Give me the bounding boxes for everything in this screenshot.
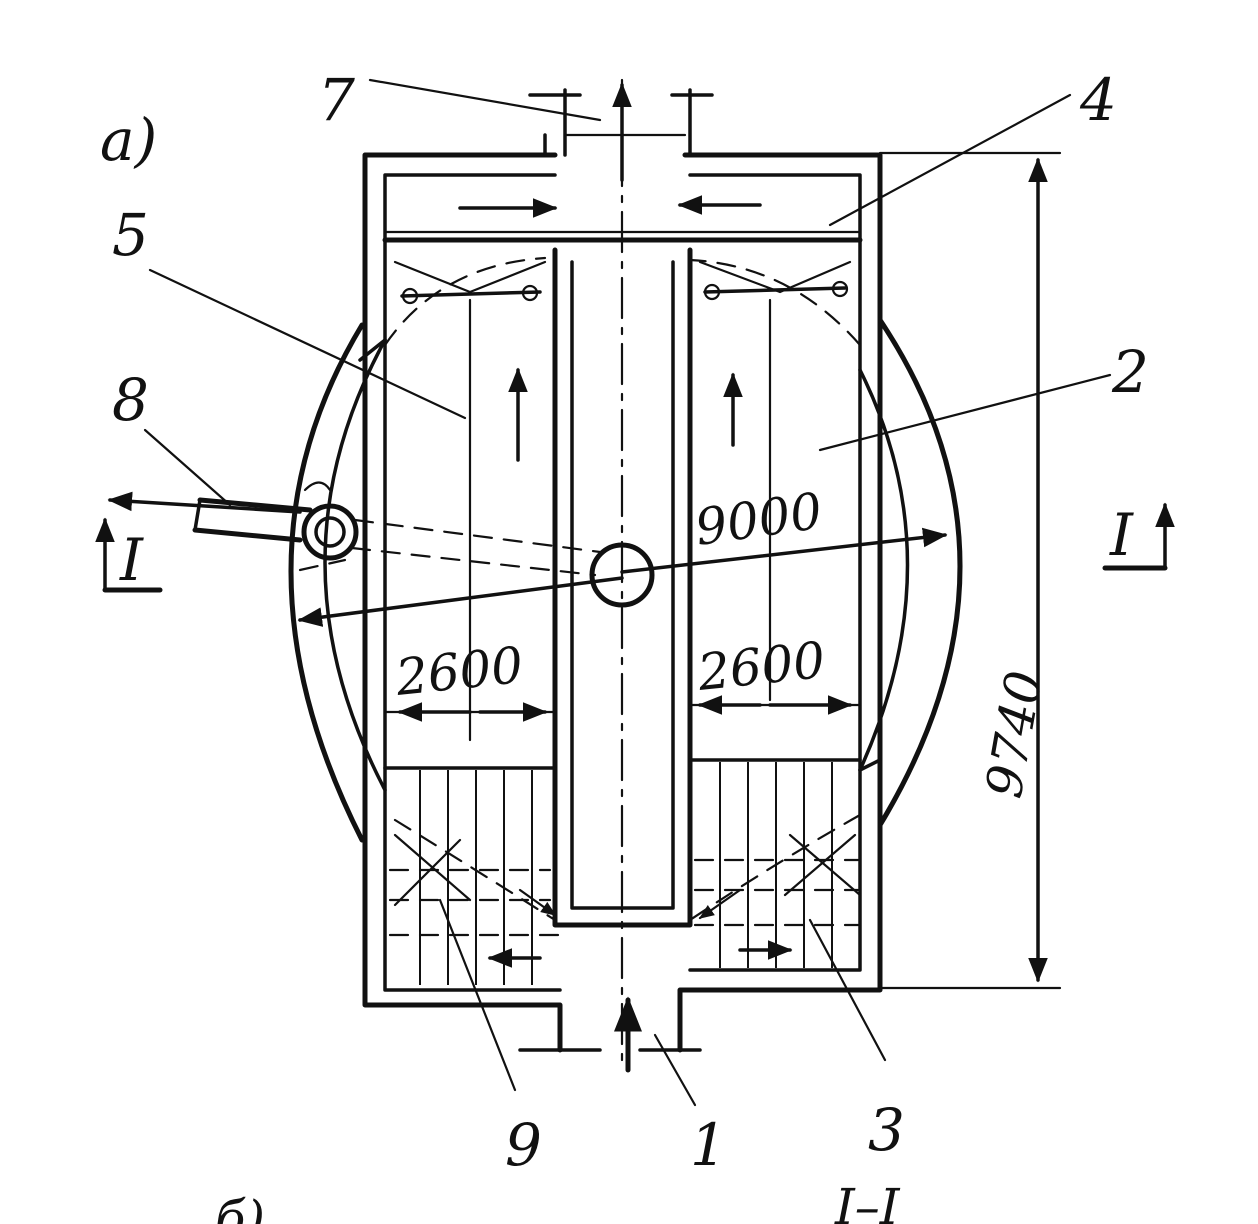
dimension-diameter: 9000 [692, 482, 826, 557]
callout-7: 7 [318, 66, 355, 134]
dimension-width-right: 2600 [694, 631, 828, 702]
section-label-left: I [119, 526, 144, 594]
cyclone-blocks [383, 256, 862, 742]
callout-8: 8 [112, 366, 149, 434]
callout-3: 3 [868, 1096, 905, 1164]
vessel-shell [362, 88, 883, 1053]
callout-2: 2 [1111, 338, 1149, 406]
central-pipe [552, 78, 693, 1073]
section-mark-left [95, 517, 163, 593]
spherical-shell [288, 317, 963, 843]
bottom-panel-label: б) [215, 1190, 265, 1224]
callout-1: 1 [690, 1111, 727, 1179]
callout-4: 4 [1079, 66, 1117, 134]
leader-lines [143, 78, 1112, 1107]
section-title: I–I [834, 1178, 901, 1224]
side-nozzle [107, 481, 602, 577]
width-dimensions [383, 695, 862, 722]
section-mark-right [1102, 502, 1175, 571]
callout-5: 5 [112, 201, 149, 269]
dimension-height: 9740 [975, 667, 1054, 802]
section-label-right: I [1109, 501, 1134, 569]
water-pans [383, 758, 862, 985]
center-hub [297, 527, 948, 627]
callout-9: 9 [505, 1111, 542, 1179]
height-dimension [878, 151, 1062, 990]
panel-label: a) [100, 106, 157, 174]
dimension-width-left: 2600 [392, 636, 526, 707]
